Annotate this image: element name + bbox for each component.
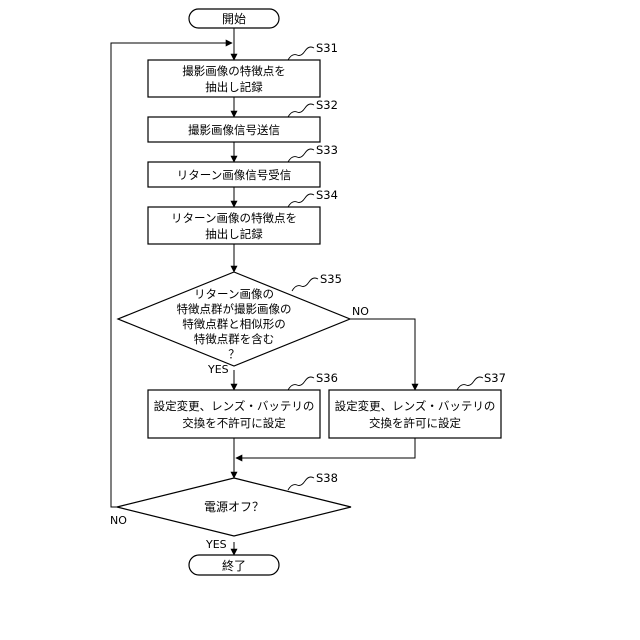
end-terminal: 終了 bbox=[189, 555, 279, 575]
start-label: 開始 bbox=[222, 12, 246, 26]
s36-leader bbox=[288, 377, 314, 390]
s38-no-label: NO bbox=[110, 514, 127, 527]
s32-leader bbox=[288, 104, 314, 117]
step-s34-line-1: リターン画像の特徴点を bbox=[171, 211, 297, 225]
s35-no-label: NO bbox=[352, 305, 369, 318]
s33-tag: S33 bbox=[316, 143, 338, 157]
decision-s35-line-1: リターン画像の bbox=[194, 287, 274, 301]
step-s33: リターン画像信号受信 bbox=[148, 162, 320, 187]
step-s36-line-1: 設定変更、レンズ・バッテリの bbox=[154, 399, 315, 413]
s38-yes-label: YES bbox=[205, 538, 227, 551]
step-s32-line-1: 撮影画像信号送信 bbox=[188, 123, 280, 137]
step-s37: 設定変更、レンズ・バッテリの 交換を許可に設定 bbox=[329, 390, 501, 438]
step-s36-line-2: 交換を不許可に設定 bbox=[182, 416, 286, 430]
decision-s38: 電源オフ？ bbox=[117, 478, 351, 536]
s37-leader bbox=[457, 377, 483, 390]
decision-s35-line-5: ？ bbox=[228, 347, 240, 361]
decision-s35-line-2: 特徴点群が撮影画像の bbox=[177, 302, 292, 316]
step-s31-line-2: 抽出し記録 bbox=[205, 80, 263, 94]
s31-leader bbox=[288, 47, 314, 60]
end-label: 終了 bbox=[222, 558, 246, 573]
step-s31: 撮影画像の特徴点を 抽出し記録 bbox=[148, 60, 320, 97]
decision-s35-line-3: 特徴点群と相似形の bbox=[182, 317, 286, 331]
s35-leader bbox=[292, 278, 318, 291]
step-s34-line-2: 抽出し記録 bbox=[205, 227, 263, 241]
step-s37-line-1: 設定変更、レンズ・バッテリの bbox=[335, 399, 496, 413]
s31-tag: S31 bbox=[316, 41, 338, 55]
edge-s37-to-merge bbox=[236, 438, 415, 458]
decision-s35-line-4: 特徴点群を含む bbox=[194, 332, 275, 346]
s38-tag: S38 bbox=[316, 471, 338, 485]
decision-s38-line-1: 電源オフ？ bbox=[204, 500, 264, 514]
step-s34: リターン画像の特徴点を 抽出し記録 bbox=[148, 207, 320, 244]
s38-leader bbox=[288, 477, 314, 490]
s35-tag: S35 bbox=[320, 272, 342, 286]
step-s32: 撮影画像信号送信 bbox=[148, 117, 320, 142]
s32-tag: S32 bbox=[316, 98, 338, 112]
s34-tag: S34 bbox=[316, 188, 338, 202]
step-s33-line-1: リターン画像信号受信 bbox=[177, 168, 291, 182]
s34-leader bbox=[288, 194, 314, 207]
start-terminal: 開始 bbox=[189, 9, 279, 28]
s35-yes-label: YES bbox=[207, 363, 229, 376]
edge-s35-no-to-s37 bbox=[350, 319, 415, 390]
s33-leader bbox=[288, 149, 314, 162]
decision-s35: リターン画像の 特徴点群が撮影画像の 特徴点群と相似形の 特徴点群を含む ？ bbox=[118, 272, 350, 366]
step-s31-line-1: 撮影画像の特徴点を bbox=[182, 64, 286, 78]
s36-tag: S36 bbox=[316, 371, 338, 385]
step-s36: 設定変更、レンズ・バッテリの 交換を不許可に設定 bbox=[148, 390, 320, 438]
step-s37-line-2: 交換を許可に設定 bbox=[369, 416, 461, 430]
s37-tag: S37 bbox=[484, 371, 506, 385]
